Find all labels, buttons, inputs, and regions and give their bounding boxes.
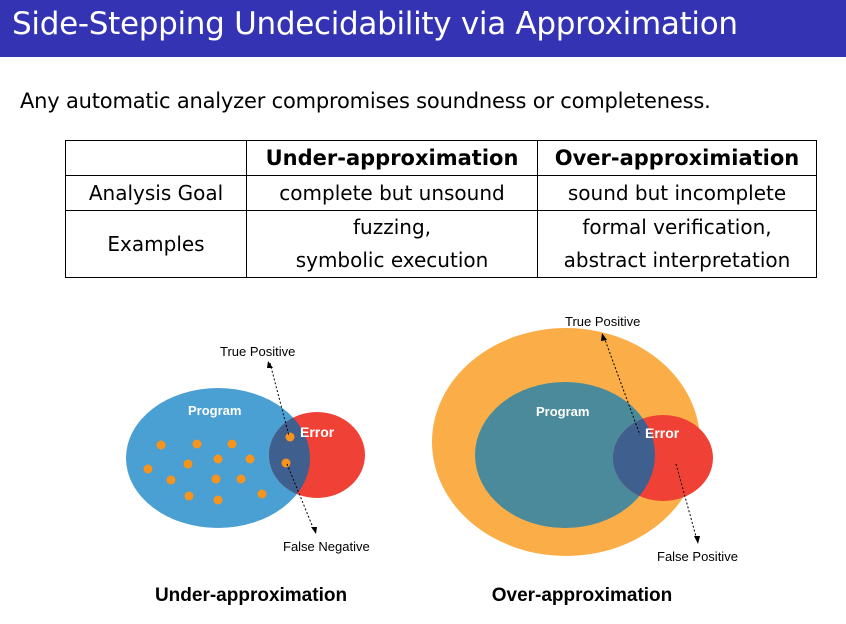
under-false-negative-label: False Negative bbox=[283, 539, 370, 554]
under-error-label: Error bbox=[300, 424, 335, 440]
slide-title: Side-Stepping Undecidability via Approxi… bbox=[12, 6, 738, 42]
row-label-goal: Analysis Goal bbox=[65, 175, 247, 211]
table-header-row: Under-approximation Over-approximiation bbox=[65, 140, 817, 176]
over-program-label: Program bbox=[536, 404, 589, 419]
under-true-positive-arrowhead bbox=[267, 361, 273, 368]
title-bar: Side-Stepping Undecidability via Approxi… bbox=[0, 0, 846, 57]
under-true-positive-label: True Positive bbox=[220, 344, 295, 359]
approximation-diagrams: Program Error True Positive False Negati… bbox=[126, 314, 738, 606]
table-row: Examples fuzzing, symbolic execution for… bbox=[65, 210, 817, 278]
examples-under: fuzzing, symbolic execution bbox=[246, 210, 538, 278]
under-true-positive-pointer bbox=[269, 362, 290, 437]
over-error-label: Error bbox=[645, 425, 680, 441]
under-false-negative-arrowhead bbox=[311, 527, 317, 534]
table-header-over: Over-approximiation bbox=[537, 140, 817, 176]
table-header-under: Under-approximation bbox=[246, 140, 538, 176]
comparison-table: Under-approximation Over-approximiation … bbox=[65, 140, 817, 278]
under-approximation-diagram: Program Error True Positive False Negati… bbox=[126, 344, 370, 606]
under-sample-dots bbox=[143, 432, 295, 505]
table-header-empty bbox=[65, 140, 247, 176]
table-row: Analysis Goal complete but unsound sound… bbox=[65, 175, 817, 211]
examples-over: formal verification, abstract interpreta… bbox=[537, 210, 817, 278]
over-overlap-region bbox=[613, 415, 655, 501]
over-true-positive-arrowhead bbox=[601, 333, 607, 341]
over-true-positive-label: True Positive bbox=[565, 314, 640, 329]
over-caption: Over-approximation bbox=[492, 585, 673, 606]
goal-under: complete but unsound bbox=[246, 175, 538, 211]
over-true-positive-pointer bbox=[603, 336, 641, 436]
examples-under-line-1: fuzzing, bbox=[353, 215, 431, 239]
under-program-label: Program bbox=[188, 403, 241, 418]
examples-over-line-2: abstract interpretation bbox=[563, 248, 791, 272]
over-false-positive-arrowhead bbox=[694, 536, 700, 544]
over-approximation-diagram: Program Error True Positive False Positi… bbox=[432, 314, 738, 606]
over-false-positive-pointer bbox=[675, 463, 698, 541]
over-false-positive-label: False Positive bbox=[657, 549, 738, 564]
row-label-examples: Examples bbox=[65, 210, 247, 278]
intro-sentence: Any automatic analyzer compromises sound… bbox=[20, 89, 711, 113]
examples-over-line-1: formal verification, bbox=[582, 215, 772, 239]
over-program-ellipse bbox=[475, 382, 655, 528]
goal-over: sound but incomplete bbox=[537, 175, 817, 211]
examples-under-line-2: symbolic execution bbox=[295, 248, 489, 272]
under-overlap-region bbox=[269, 412, 310, 498]
under-caption: Under-approximation bbox=[155, 585, 347, 606]
